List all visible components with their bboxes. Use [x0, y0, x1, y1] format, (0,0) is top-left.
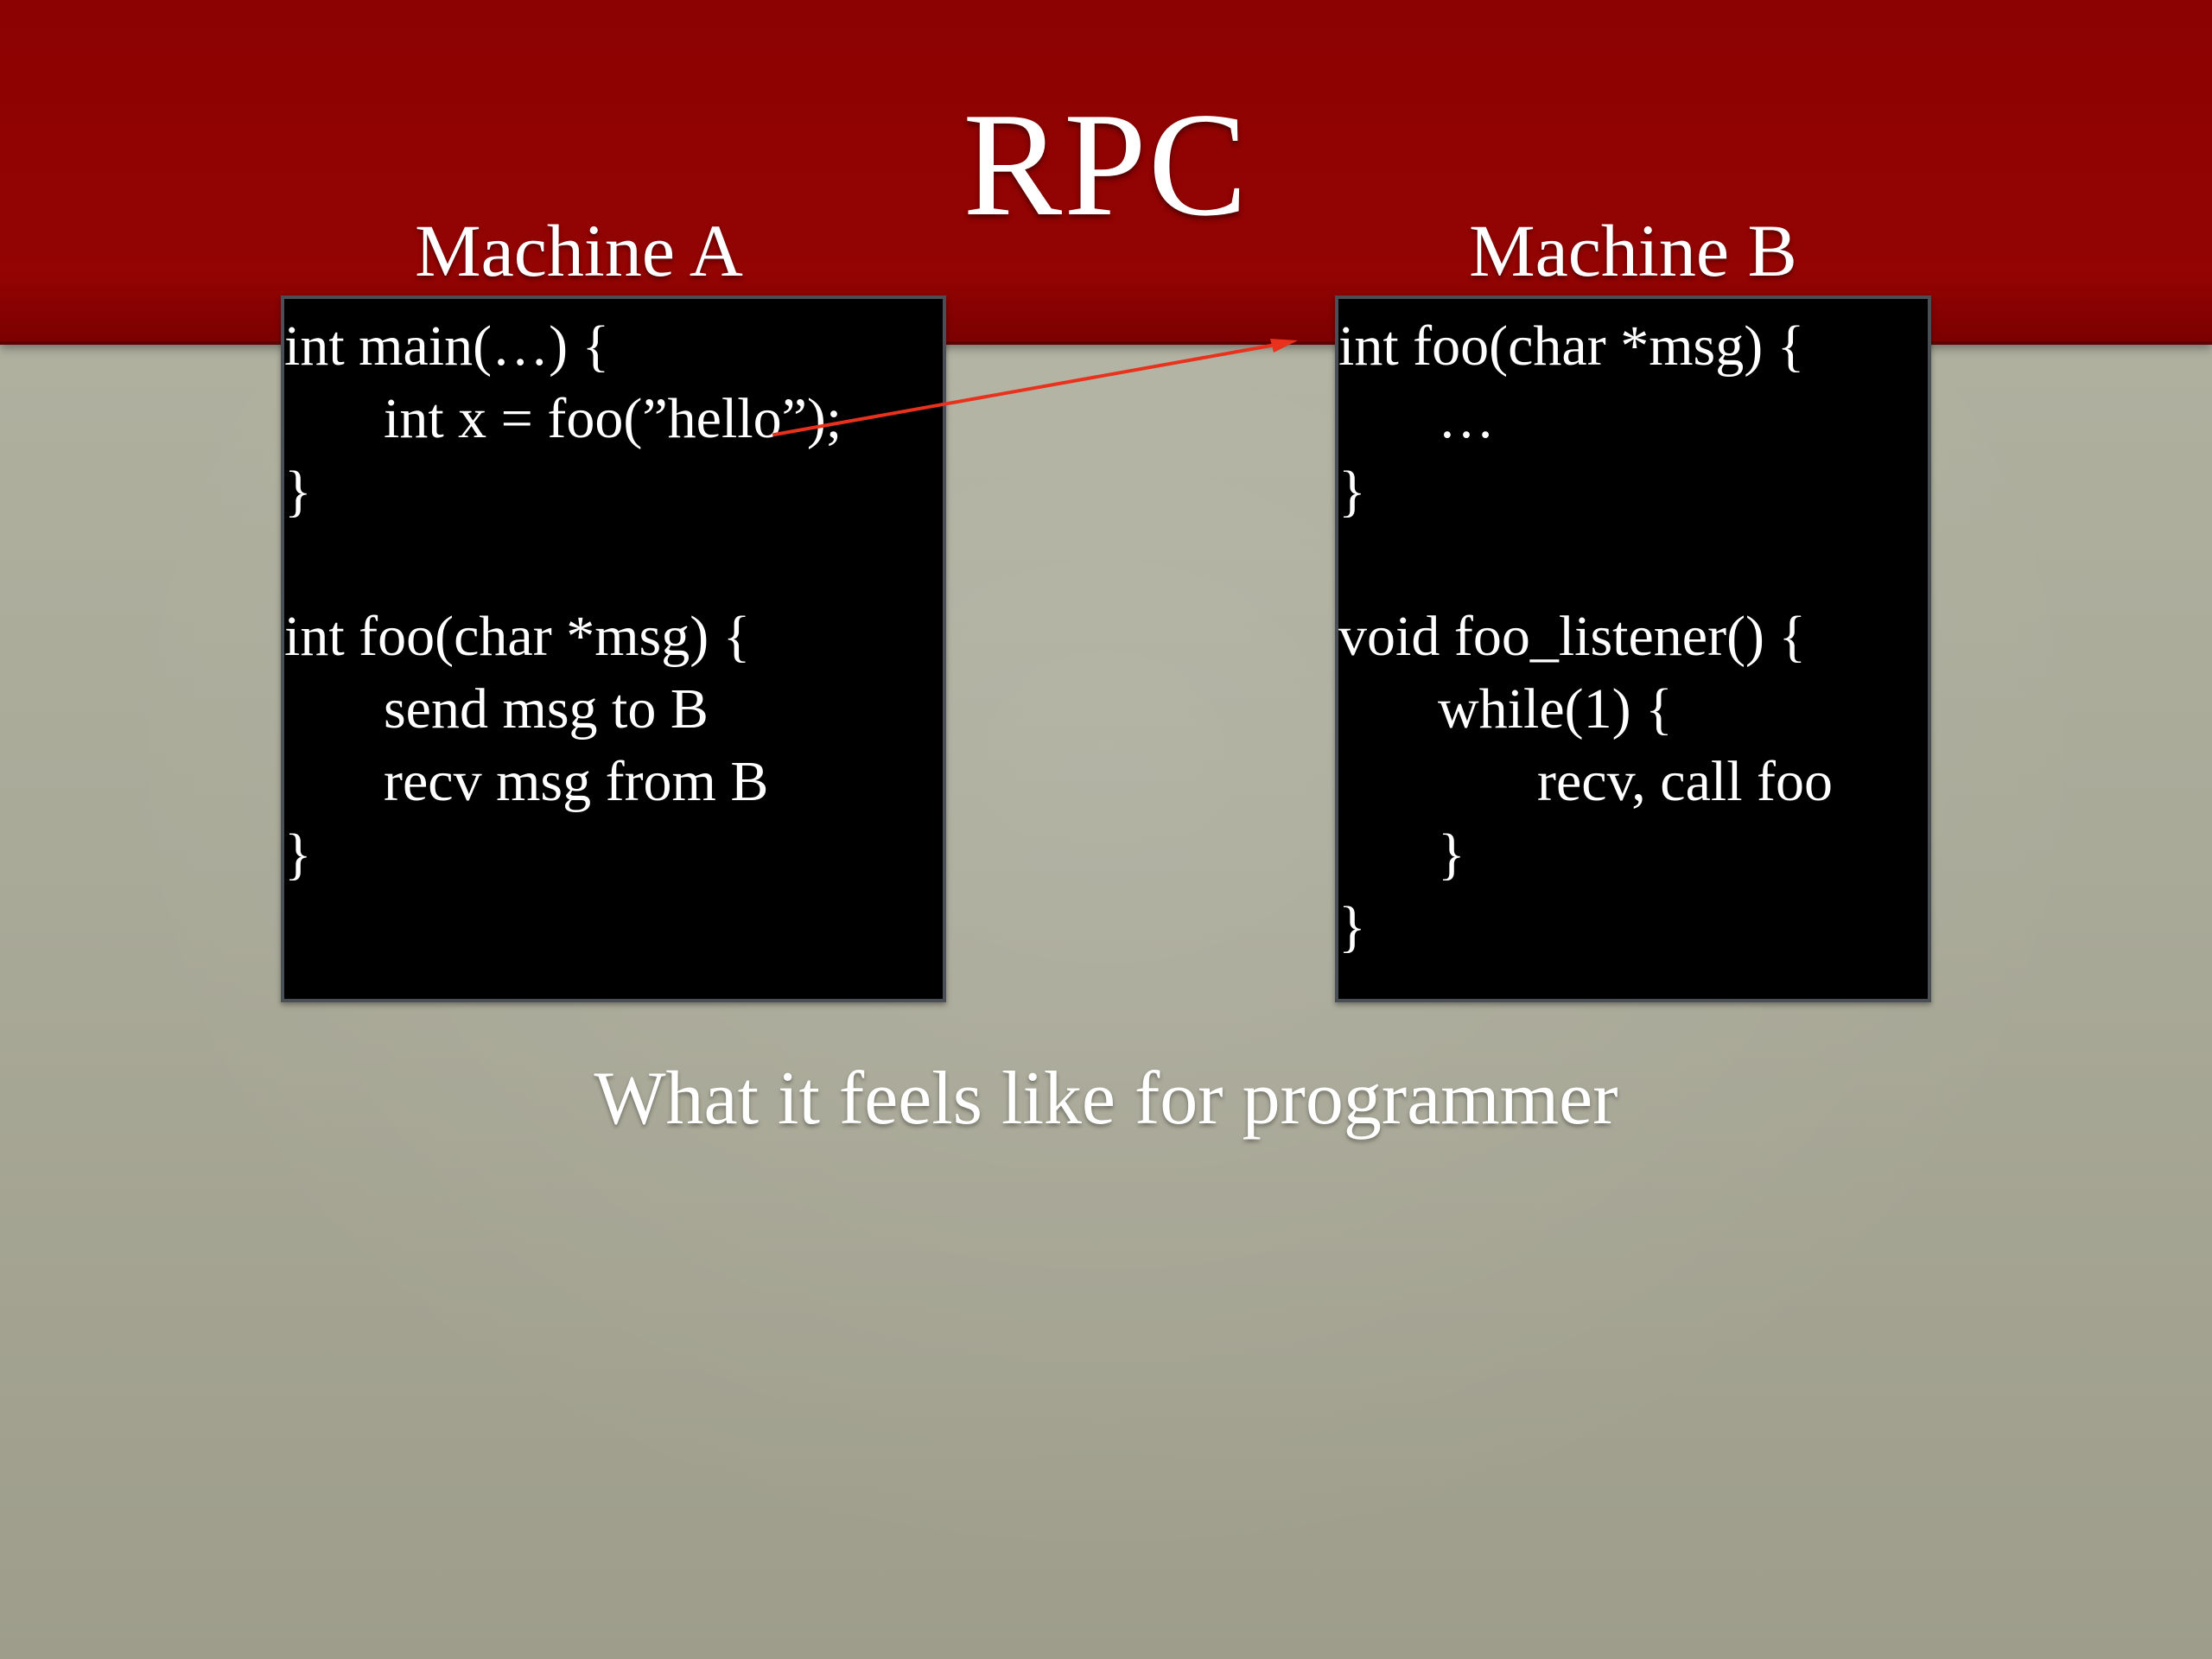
slide-caption: What it feels like for programmer	[594, 1057, 1618, 1141]
code-line: }	[1338, 460, 1366, 523]
machine-a-label: Machine A	[415, 209, 743, 292]
code-line: int foo(char *msg) {	[1338, 315, 1805, 378]
code-line: }	[284, 460, 312, 523]
machine-a-code-box: int main(…) { int x = foo(”hello”); } in…	[281, 296, 946, 1002]
code-line: }	[1338, 895, 1366, 958]
code-line: send msg to B	[384, 677, 709, 741]
code-line: }	[284, 823, 312, 886]
slide-title: RPC	[963, 83, 1249, 247]
code-line: void foo_listener() {	[1338, 605, 1807, 668]
machine-b-label: Machine B	[1469, 209, 1797, 292]
code-line: int foo(char *msg) {	[284, 605, 751, 668]
title-banner	[0, 0, 2212, 345]
code-line: recv, call foo	[1537, 750, 1834, 813]
code-line: int x = foo(”hello”);	[384, 387, 842, 450]
code-line: while(1) {	[1438, 677, 1673, 741]
code-line: }	[1438, 823, 1465, 886]
code-line: int main(…) {	[284, 315, 610, 378]
code-line: …	[1438, 387, 1495, 450]
machine-b-code-box: int foo(char *msg) { … } void foo_listen…	[1335, 296, 1931, 1002]
code-line: recv msg from B	[384, 750, 769, 813]
